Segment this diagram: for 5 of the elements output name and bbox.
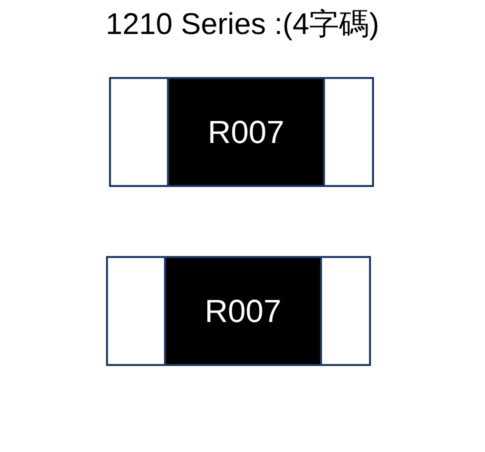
marking-code: R007	[164, 258, 322, 364]
title: 1210 Series :(4字碼)	[104, 7, 380, 43]
marking-code: R007	[167, 79, 325, 185]
chip-resistor	[106, 256, 371, 366]
chip-resistor	[109, 77, 374, 187]
